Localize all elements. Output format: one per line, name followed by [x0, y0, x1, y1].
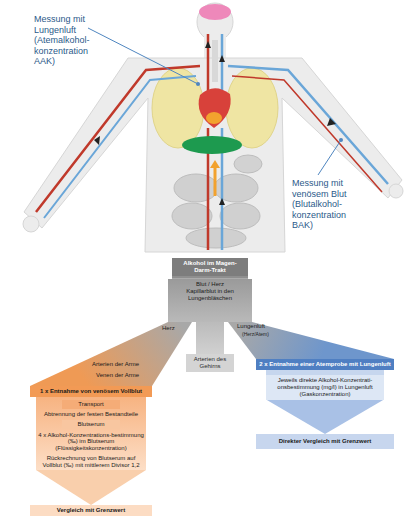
- source-box: Alkohol im Magen-Darm-Trakt: [172, 258, 248, 276]
- node-title: Blutserum: [64, 421, 118, 428]
- node-title: Transport: [64, 401, 118, 408]
- flow-band: [36, 429, 146, 431]
- trachea-shape: [212, 40, 218, 82]
- node-title: Arterien des Gehirns: [189, 356, 231, 370]
- flow-arrowhead: [327, 118, 336, 126]
- intestine-shape: [220, 203, 260, 229]
- vein-line: [228, 66, 388, 184]
- leader-line: [88, 28, 198, 84]
- flow-band: [266, 400, 384, 434]
- node-title: 2 x Entnahme einer Atemprobe mit Lungenl…: [259, 361, 391, 368]
- flow-arrow: [214, 166, 217, 196]
- step-text: 4 x Alkohol-Konzentrations-bestimmung (‰…: [36, 431, 146, 454]
- note-label: (Herz/Atem): [242, 332, 269, 338]
- sampling-box: 1 x Entnahme von venösem Vollblut: [30, 386, 152, 397]
- heart-shape: [199, 88, 231, 128]
- lung-shape: [226, 68, 278, 148]
- leader-dot: [196, 82, 200, 86]
- node-title: 4 x Alkohol-Konzentrations-bestimmung (‰…: [38, 432, 144, 453]
- body-outline: [24, 58, 402, 252]
- step-box: Blutserum: [62, 420, 120, 429]
- step-box: Transport: [62, 400, 120, 409]
- flow-band: [36, 453, 146, 454]
- blood-band: Blut / HerzKapillarblut in den Lungenblä…: [168, 279, 252, 322]
- node-title: Rückrechnung von Blutserum auf Vollblut …: [38, 455, 144, 469]
- brain-artery-box: Arterien des Gehirns: [186, 354, 234, 372]
- flow-arrowhead: [210, 160, 220, 168]
- step-text: Abtrennung der festen Bestandteile: [36, 410, 146, 419]
- head-shape: [197, 3, 233, 41]
- sampling-box: 2 x Entnahme einer Atemprobe mit Lungenl…: [256, 359, 394, 370]
- intestine-shape: [174, 174, 218, 202]
- node-title: Alkohol im Magen-Darm-Trakt: [175, 260, 245, 274]
- leader-line: [318, 140, 341, 175]
- edge-label: Lungenluft: [237, 323, 265, 330]
- result-box: Vergleich mit Grenzwert: [30, 505, 152, 516]
- callout-label: Messung mit venösem Blut (Blutalkohol-ko…: [292, 178, 364, 231]
- intestine-shape: [186, 228, 246, 248]
- leader-dot: [339, 138, 343, 142]
- flow-band: [228, 322, 394, 359]
- step-text: Jeweils direkte Alkohol-Konzentrati-onsb…: [266, 375, 384, 400]
- flow-band: [196, 322, 224, 354]
- brain-shape: [199, 4, 231, 20]
- node-title: 1 x Entnahme von venösem Vollblut: [33, 388, 149, 395]
- intestine-shape: [214, 174, 258, 202]
- hand-shape: [389, 184, 403, 198]
- vessel-label: Venen der Arme: [96, 372, 139, 379]
- flow-arrowhead: [219, 198, 225, 205]
- liver-shape: [182, 136, 242, 154]
- flow-band: [36, 470, 146, 505]
- step-text: Rückrechnung von Blutserum auf Vollblut …: [36, 454, 146, 470]
- flow-band: [36, 409, 146, 410]
- column-band: [36, 397, 146, 470]
- node-title: Vergleich mit Grenzwert: [33, 507, 149, 514]
- vein-line: [44, 76, 196, 218]
- hand-shape: [23, 216, 39, 232]
- heart-chamber: [206, 112, 222, 124]
- edge-label: Herz: [162, 325, 175, 332]
- flow-arrowhead: [219, 55, 225, 62]
- artery-line: [36, 66, 200, 212]
- node-title: Abtrennung der festen Bestandteile: [38, 411, 144, 418]
- callout-label: Messung mit Lungenluft (Atemalkohol-konz…: [34, 14, 106, 67]
- artery-line: [232, 76, 382, 192]
- flow-arrowhead: [205, 41, 211, 48]
- flow-band: [30, 322, 192, 386]
- intestine-shape: [172, 203, 212, 229]
- node-title: Jeweils direkte Alkohol-Konzentrati-onsb…: [269, 377, 381, 398]
- node-text: Kapillarblut in den Lungenbläschen: [171, 288, 249, 302]
- result-box: Direkter Vergleich mit Grenzwert: [256, 434, 394, 449]
- node-title: Blut / Herz: [171, 281, 249, 288]
- node-title: Direkter Vergleich mit Grenzwert: [259, 438, 391, 445]
- flow-arrowhead: [94, 136, 100, 145]
- stomach-shape: [234, 155, 262, 173]
- vessel-label: Arterien der Arme: [92, 361, 139, 368]
